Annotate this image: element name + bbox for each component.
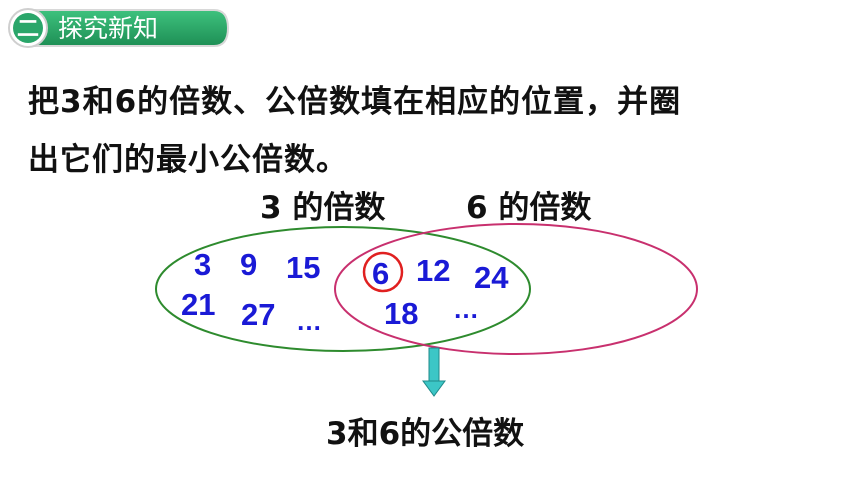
left-number: 9 — [240, 247, 258, 282]
lcm-highlight-ring — [362, 251, 404, 293]
left-number: 27 — [241, 297, 276, 332]
section-banner: 二 探究新知 — [8, 8, 230, 48]
left-ellipsis: … — [296, 306, 322, 336]
badge-number: 二 — [17, 17, 39, 42]
left-number: 15 — [286, 250, 321, 285]
left-number: 21 — [181, 287, 216, 322]
common-number: 24 — [474, 260, 509, 295]
left-set-title: 3 的倍数 — [260, 190, 386, 226]
right-set-ellipse — [334, 223, 698, 355]
common-number-lcm: 6 — [372, 256, 390, 291]
instruction-line-1: 把3和6的倍数、公倍数填在相应的位置，并圈 — [28, 84, 682, 120]
common-ellipsis: … — [453, 294, 479, 324]
common-number: 18 — [384, 296, 419, 331]
left-number: 3 — [194, 247, 212, 282]
instruction-line-2: 出它们的最小公倍数。 — [28, 142, 348, 178]
left-set-ellipse — [155, 226, 531, 352]
right-set-title: 6 的倍数 — [466, 190, 592, 226]
section-title: 探究新知 — [58, 14, 158, 43]
down-arrow-icon — [422, 347, 446, 397]
common-multiples-label: 3和6的公倍数 — [326, 416, 525, 452]
common-number: 12 — [416, 253, 451, 288]
